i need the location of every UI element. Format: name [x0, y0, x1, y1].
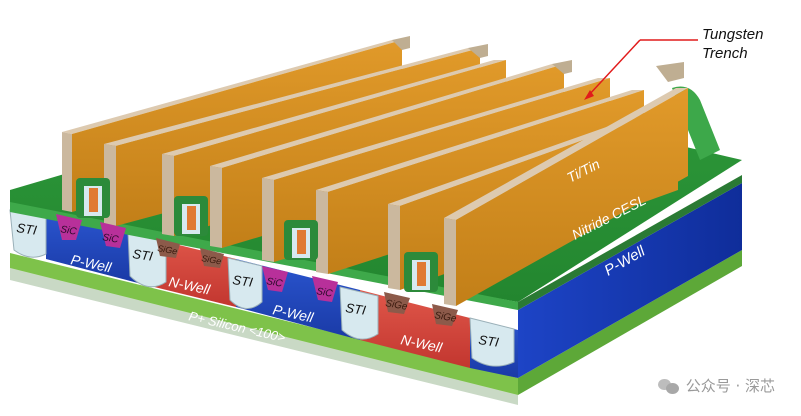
tungsten-label: Tungsten: [702, 26, 764, 43]
sti-region-5: [469, 317, 515, 367]
trench-label: Trench: [702, 45, 748, 62]
sige-region-3: [384, 292, 410, 314]
watermark-text: 公众号 · 深芯: [685, 377, 775, 395]
sige-label-4: SiGe: [433, 310, 457, 325]
p-silicon-layer: [10, 253, 518, 395]
sige-region-1: [156, 238, 180, 258]
sti-region-4: [339, 286, 379, 340]
sic-region-3: [262, 266, 288, 292]
sti-label-1: STI: [16, 220, 38, 238]
gate-cell-2: [174, 196, 208, 236]
substrate-base: [10, 268, 518, 405]
sic-label-2: SiC: [101, 232, 120, 246]
gate-cell-4: [404, 252, 438, 292]
right-face-substrate: [518, 250, 742, 395]
right-face-pwell: [518, 183, 742, 378]
sic-label-4: SiC: [315, 286, 334, 300]
sti-label-4: STI: [345, 300, 367, 318]
gate-cell-3: [284, 220, 318, 260]
sige-region-2: [200, 248, 224, 268]
sic-label-1: SiC: [59, 224, 78, 238]
sti-region-3: [227, 257, 263, 309]
sic-region-1: [56, 214, 82, 240]
sti-region-2: [127, 231, 167, 288]
tungsten-callout-arrow-shaft: [587, 39, 641, 97]
sic-region-4: [312, 276, 338, 302]
wechat-icon: [657, 377, 680, 395]
watermark: 公众号 · 深芯: [657, 375, 775, 396]
tungsten-callout-arrowhead: [584, 90, 594, 100]
sti-label-5: STI: [478, 332, 500, 350]
gate-fin-8: [444, 88, 688, 306]
sti-label-2: STI: [132, 246, 154, 264]
sige-label-3: SiGe: [384, 298, 408, 313]
sic-label-3: SiC: [265, 276, 284, 290]
sti-region-1: [9, 209, 47, 258]
sige-label-2: SiGe: [201, 253, 222, 266]
tungsten-trench-callout: Tungsten Trench: [702, 25, 763, 63]
sic-region-2: [100, 222, 126, 248]
sti-label-3: STI: [232, 272, 254, 290]
right-face-top-band: [518, 175, 742, 310]
sige-label-1: SiGe: [157, 243, 178, 256]
gate-cell-1: [76, 178, 110, 218]
sige-region-4: [432, 304, 458, 326]
